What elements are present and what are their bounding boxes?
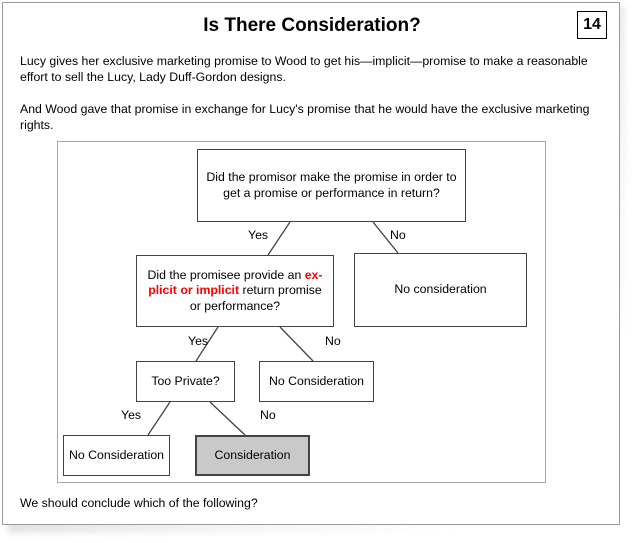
edge-label-no-2: No: [325, 334, 341, 348]
page-number-badge: 14: [577, 11, 607, 39]
slide-canvas: Is There Consideration? 14 Lucy gives he…: [2, 2, 620, 525]
promisee-text-part-1: Did the promisee provide an: [147, 267, 305, 282]
decision-box-too-private[interactable]: Too Private?: [136, 361, 235, 402]
outcome-box-consideration[interactable]: Consideration: [195, 435, 310, 476]
outcome-box-no-consideration-2[interactable]: No Consideration: [259, 361, 374, 402]
promisee-text-highlight: ex-plicit or implicit: [148, 267, 323, 298]
conclusion-paragraph: We should conclude which of the followin…: [20, 496, 258, 510]
intro-paragraph-1: Lucy gives her exclusive marketing promi…: [20, 54, 588, 84]
edge-label-no-1: No: [390, 228, 406, 242]
edge-label-yes-1: Yes: [248, 228, 269, 242]
outcome-box-no-consideration-3[interactable]: No Consideration: [63, 435, 170, 476]
edge-label-yes-3: Yes: [121, 408, 142, 422]
page-title: Is There Consideration?: [203, 15, 421, 36]
outcome-box-no-consideration-1[interactable]: No consideration: [354, 253, 527, 327]
decision-box-promisor-question[interactable]: Did the promisor make the promise in ord…: [197, 149, 466, 222]
edge-label-yes-2: Yes: [188, 334, 209, 348]
intro-paragraph-2: And Wood gave that promise in exchange f…: [20, 102, 590, 132]
consideration-decision-flowchart: Did the promisor make the promise in ord…: [57, 141, 546, 483]
promisee-text-part-2: return promise or performance?: [189, 283, 322, 313]
flowchart-connector-lines: [147, 221, 399, 436]
edge-label-no-3: No: [260, 408, 276, 422]
decision-box-promisee-question[interactable]: Did the promisee provide an ex-plicit or…: [136, 255, 334, 327]
